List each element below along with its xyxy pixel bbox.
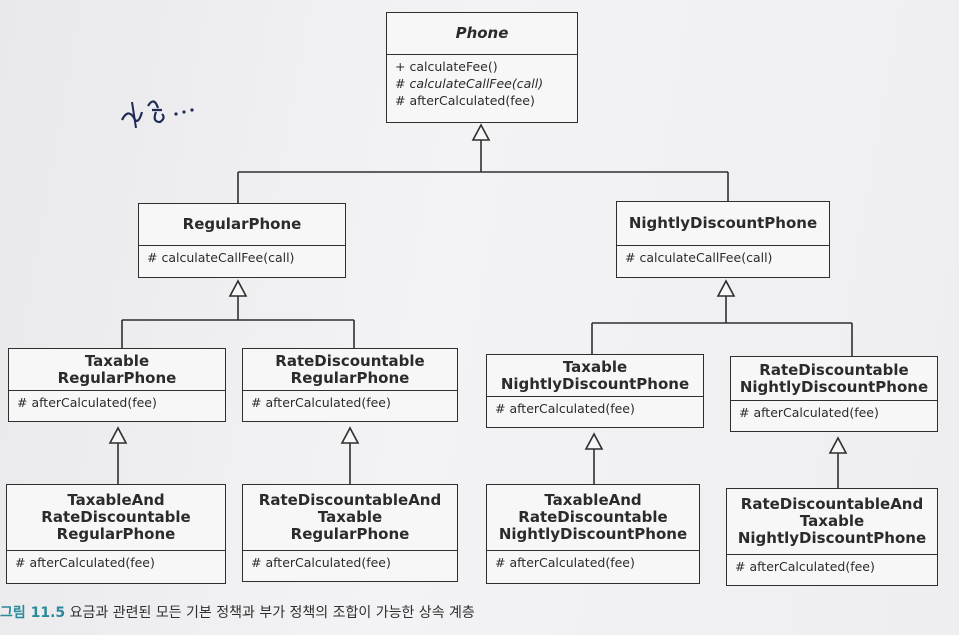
- class-rate-discountable-and-taxable-nightly-discount-phone: RateDiscountableAnd Taxable NightlyDisco…: [726, 488, 938, 586]
- operation-after-calculated: # afterCalculated(fee): [251, 395, 391, 410]
- figure-number: 그림 11.5: [0, 605, 66, 621]
- generalization-arrow: [108, 426, 128, 444]
- class-regular-phone: RegularPhone # calculateCallFee(call): [138, 203, 346, 278]
- class-name: RegularPhone: [139, 204, 345, 246]
- operation-calculate-call-fee: # calculateCallFee(call): [625, 250, 773, 265]
- class-rate-discountable-and-taxable-regular-phone: RateDiscountableAnd Taxable RegularPhone…: [242, 484, 458, 582]
- generalization-arrow: [584, 432, 604, 450]
- operation-calculate-call-fee: # calculateCallFee(call): [395, 76, 544, 91]
- generalization-arrow: [471, 123, 491, 141]
- class-taxable-nightly-discount-phone: Taxable NightlyDiscountPhone # afterCalc…: [486, 354, 704, 428]
- operation-after-calculated: # afterCalculated(fee): [17, 395, 157, 410]
- class-taxable-regular-phone: Taxable RegularPhone # afterCalculated(f…: [8, 348, 226, 422]
- operation-calculate-fee: + calculateFee(): [395, 59, 498, 74]
- operation-after-calculated: # afterCalculated(fee): [739, 405, 879, 420]
- figure-caption: 그림 11.5 요금과 관련된 모든 기본 정책과 부가 정책의 조합이 가능한…: [0, 602, 475, 622]
- class-rate-discountable-nightly-discount-phone: RateDiscountable NightlyDiscountPhone # …: [730, 356, 938, 432]
- class-taxable-and-rate-discountable-nightly-discount-phone: TaxableAnd RateDiscountable NightlyDisco…: [486, 484, 700, 584]
- operation-after-calculated: # afterCalculated(fee): [495, 555, 635, 570]
- class-name: TaxableAnd RateDiscountable NightlyDisco…: [487, 485, 699, 551]
- class-name: Phone: [387, 13, 577, 55]
- generalization-arrow: [828, 436, 848, 454]
- handwritten-scribble: [121, 100, 194, 129]
- class-name: RateDiscountableAnd Taxable RegularPhone: [243, 485, 457, 551]
- operation-after-calculated: # afterCalculated(fee): [495, 401, 635, 416]
- class-name: RateDiscountable RegularPhone: [243, 349, 457, 391]
- class-taxable-and-rate-discountable-regular-phone: TaxableAnd RateDiscountable RegularPhone…: [6, 484, 226, 584]
- class-phone: Phone + calculateFee() # calculateCallFe…: [386, 12, 578, 123]
- operation-calculate-call-fee: # calculateCallFee(call): [147, 250, 295, 265]
- generalization-arrow: [716, 279, 736, 297]
- operation-after-calculated: # afterCalculated(fee): [395, 93, 535, 108]
- class-nightly-discount-phone: NightlyDiscountPhone # calculateCallFee(…: [616, 201, 830, 278]
- operation-after-calculated: # afterCalculated(fee): [15, 555, 155, 570]
- class-rate-discountable-regular-phone: RateDiscountable RegularPhone # afterCal…: [242, 348, 458, 422]
- operation-after-calculated: # afterCalculated(fee): [251, 555, 391, 570]
- class-name: RateDiscountableAnd Taxable NightlyDisco…: [727, 489, 937, 555]
- figure-caption-text: 요금과 관련된 모든 기본 정책과 부가 정책의 조합이 가능한 상속 계층: [69, 605, 475, 621]
- class-name: Taxable NightlyDiscountPhone: [487, 355, 703, 397]
- operation-after-calculated: # afterCalculated(fee): [735, 559, 875, 574]
- class-name: RateDiscountable NightlyDiscountPhone: [731, 357, 937, 401]
- class-name: TaxableAnd RateDiscountable RegularPhone: [7, 485, 225, 551]
- generalization-arrow: [228, 279, 248, 297]
- class-name: NightlyDiscountPhone: [617, 202, 829, 246]
- class-name: Taxable RegularPhone: [9, 349, 225, 391]
- generalization-arrow: [340, 426, 360, 444]
